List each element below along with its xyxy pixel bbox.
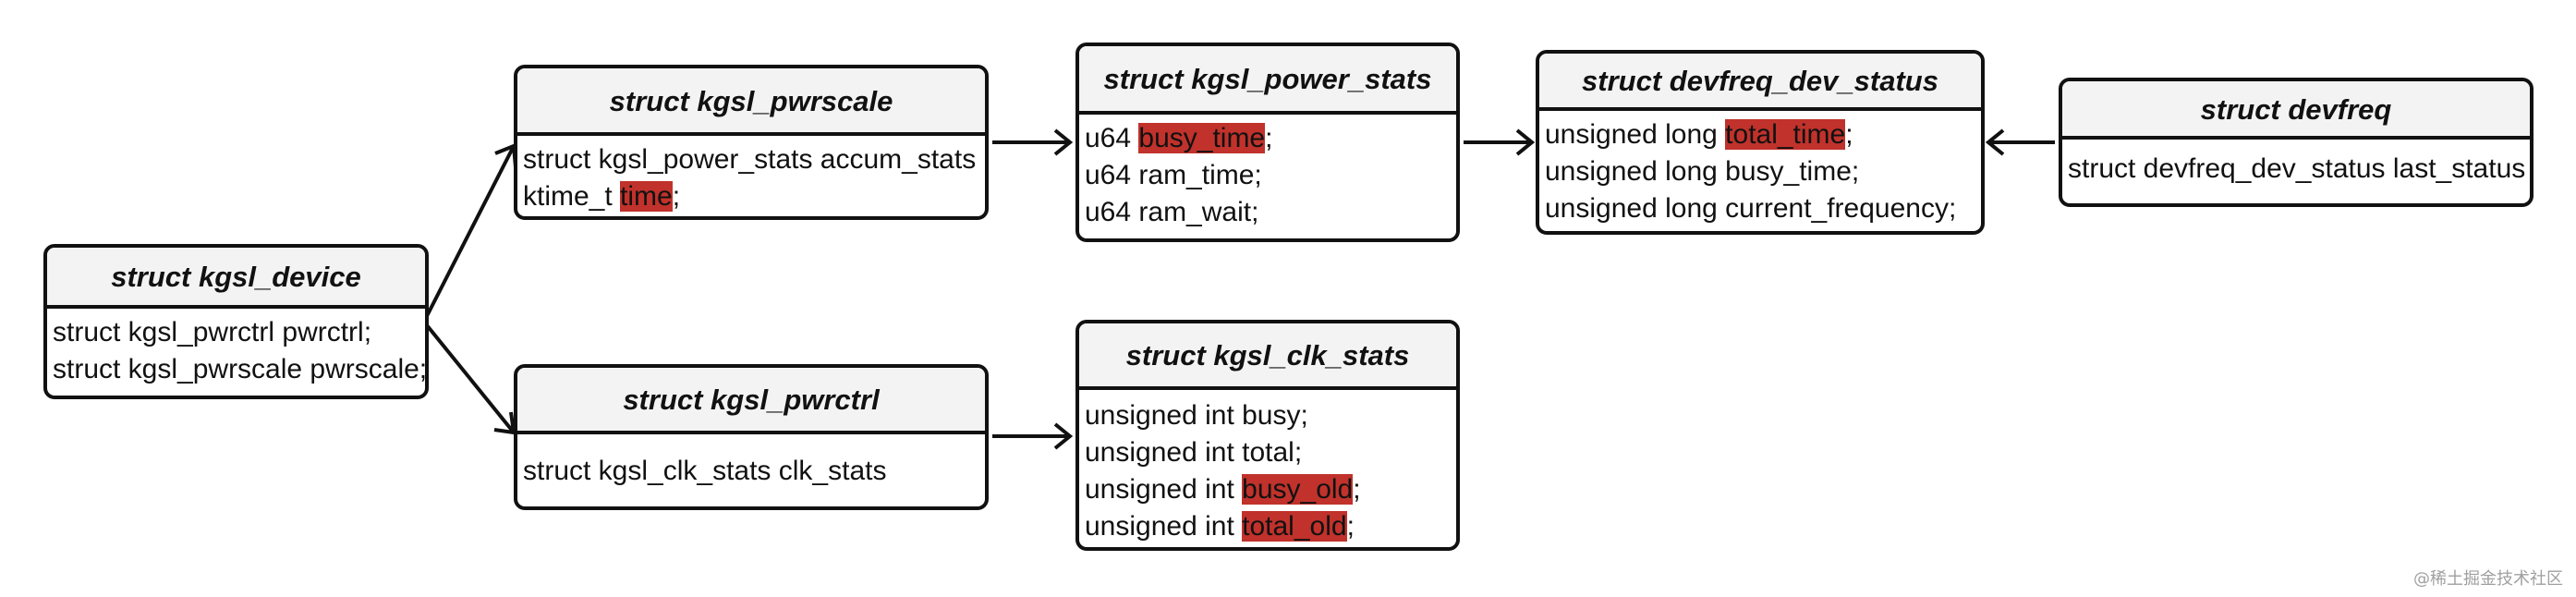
highlight-mark: busy_old: [1242, 474, 1354, 505]
highlight-mark: busy_time: [1138, 123, 1266, 153]
struct-devfreq-box: struct devfreq struct devfreq_dev_status…: [2059, 78, 2533, 207]
field-pwrscale: struct kgsl_pwrscale pwrscale;: [53, 354, 428, 384]
struct-kgsl-power-stats-box: struct kgsl_power_stats u64 busy_time; u…: [1075, 43, 1460, 242]
field-time: ktime_t time;: [523, 181, 681, 212]
highlight-mark: total_time: [1725, 119, 1846, 150]
struct-title: struct kgsl_power_stats: [1079, 46, 1456, 115]
struct-kgsl-device-box: struct kgsl_device struct kgsl_pwrctrl p…: [43, 244, 429, 399]
field-busy-time: unsigned long busy_time;: [1545, 156, 1860, 187]
struct-title: struct kgsl_pwrctrl: [517, 368, 985, 434]
field-pwrctrl: struct kgsl_pwrctrl pwrctrl;: [53, 317, 372, 347]
struct-kgsl-pwrscale-box: struct kgsl_pwrscale struct kgsl_power_s…: [514, 65, 989, 220]
struct-title: struct kgsl_device: [47, 248, 425, 309]
field-accum-stats: struct kgsl_power_stats accum_stats: [523, 144, 977, 175]
field-ram-time: u64 ram_time;: [1085, 160, 1262, 190]
watermark: @稀土掘金技术社区: [2413, 569, 2563, 589]
highlight-mark: total_old: [1242, 511, 1347, 542]
struct-kgsl-pwrctrl-box: struct kgsl_pwrctrl struct kgsl_clk_stat…: [514, 364, 989, 510]
field-total-old: unsigned int total_old;: [1085, 511, 1355, 542]
highlight-mark: time: [620, 181, 673, 212]
struct-title: struct kgsl_clk_stats: [1079, 323, 1456, 390]
field-clk-stats: struct kgsl_clk_stats clk_stats: [523, 456, 887, 486]
struct-kgsl-clk-stats-box: struct kgsl_clk_stats unsigned int busy;…: [1075, 320, 1460, 551]
field-busy-old: unsigned int busy_old;: [1085, 474, 1361, 505]
field-last-status: struct devfreq_dev_status last_status: [2068, 153, 2526, 184]
struct-title: struct kgsl_pwrscale: [517, 68, 985, 136]
struct-devfreq-dev-status-box: struct devfreq_dev_status unsigned long …: [1536, 50, 1985, 235]
field-total-time: unsigned long total_time;: [1545, 119, 1853, 150]
field-current-frequency: unsigned long current_frequency;: [1545, 193, 1957, 224]
field-busy-time: u64 busy_time;: [1085, 123, 1273, 153]
arrow-device-to-pwrscale: [425, 145, 516, 317]
field-ram-wait: u64 ram_wait;: [1085, 197, 1259, 227]
field-total: unsigned int total;: [1085, 437, 1303, 468]
struct-title: struct devfreq_dev_status: [1539, 54, 1981, 111]
arrow-device-to-pwrctrl: [425, 323, 516, 434]
field-busy: unsigned int busy;: [1085, 400, 1308, 431]
struct-title: struct devfreq: [2062, 81, 2530, 140]
